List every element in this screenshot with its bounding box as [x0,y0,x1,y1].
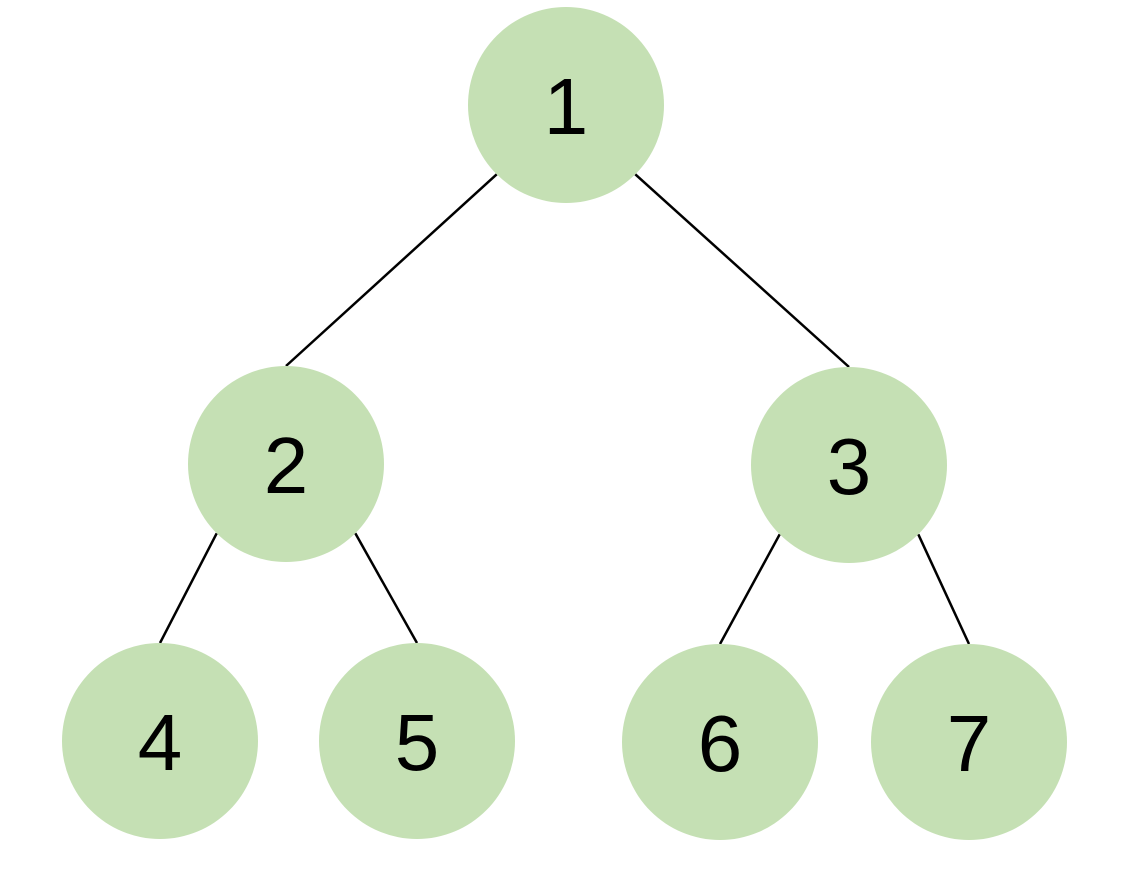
tree-node-3: 3 [751,367,947,563]
tree-node-5: 5 [319,643,515,839]
tree-node-circle-1 [468,7,664,203]
tree-edge-3-7 [917,533,971,645]
tree-node-circle-3 [751,367,947,563]
tree-node-circle-4 [62,643,258,839]
tree-node-1: 1 [468,7,664,203]
tree-node-label-1: 1 [544,62,589,151]
tree-node-7: 7 [871,644,1067,840]
tree-node-label-6: 6 [698,699,743,788]
tree-node-label-5: 5 [395,698,440,787]
tree-node-label-7: 7 [947,699,992,788]
tree-node-circle-6 [622,644,818,840]
tree-node-label-3: 3 [827,422,872,511]
tree-node-label-4: 4 [138,698,183,787]
tree-edge-2-4 [158,532,218,644]
tree-node-label-2: 2 [264,421,309,510]
tree-edge-1-3 [634,173,850,368]
tree-node-6: 6 [622,644,818,840]
tree-node-4: 4 [62,643,258,839]
tree-node-circle-5 [319,643,515,839]
tree-edge-3-6 [718,533,781,645]
tree-node-2: 2 [188,366,384,562]
tree-node-circle-2 [188,366,384,562]
tree-edge-1-2 [285,173,498,367]
tree-edge-2-5 [354,532,419,644]
tree-node-circle-7 [871,644,1067,840]
